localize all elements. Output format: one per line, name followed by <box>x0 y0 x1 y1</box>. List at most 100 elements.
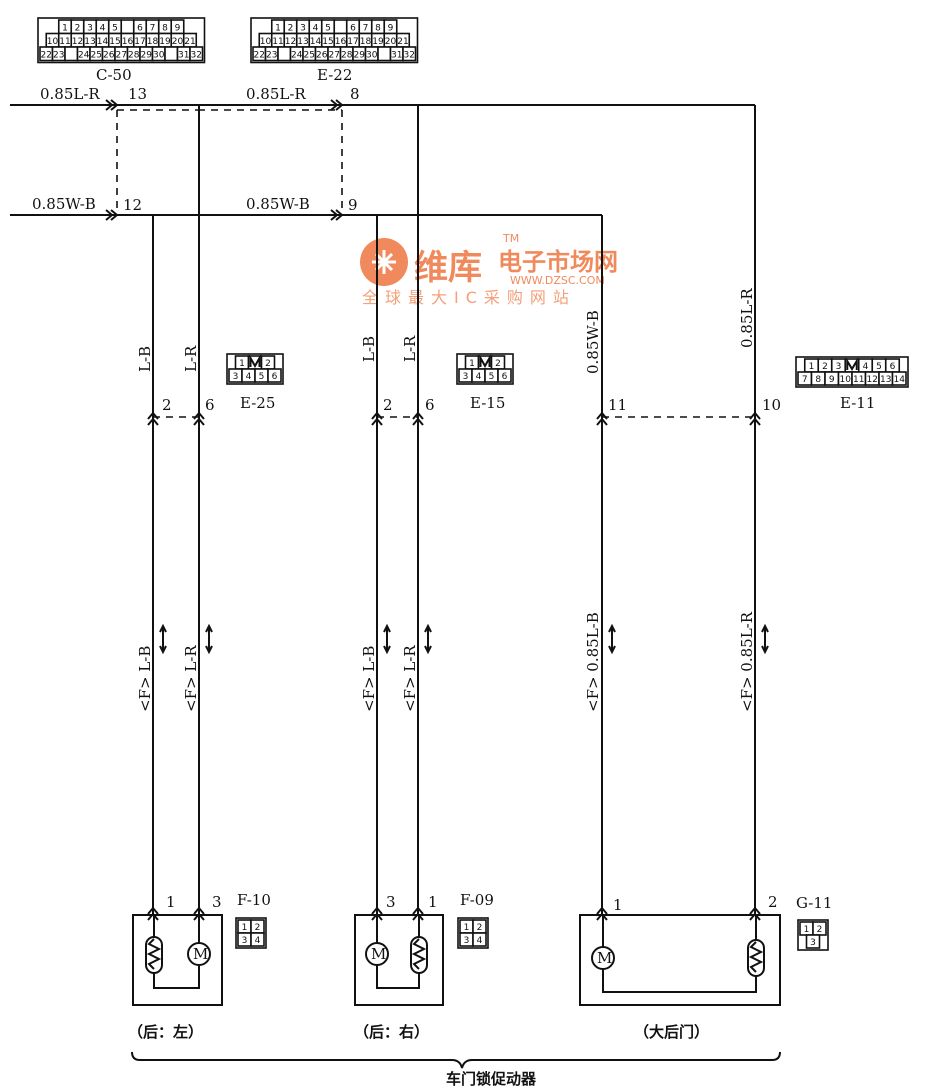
connector-pin-number: 18 <box>147 37 159 47</box>
wire-label-rl-f-lb: <F> L-B <box>136 646 154 712</box>
actuator-rr-internal <box>376 965 420 989</box>
pin-g11-1: 1 <box>613 896 623 914</box>
connector-pin-number: 19 <box>159 37 171 47</box>
connector-pin-number: 17 <box>134 37 145 47</box>
updown-arrow-icon <box>205 623 213 655</box>
actuator-rl-leads <box>153 915 200 943</box>
wire-label-rr-lb: L-B <box>360 336 378 362</box>
connector-cell <box>64 46 79 62</box>
connector-pin-number: 1 <box>239 359 245 369</box>
connector-cell <box>805 934 821 949</box>
actuator-rr-leads <box>376 915 420 943</box>
connector-pin-number: 3 <box>810 938 816 948</box>
connector-pin-number: 11 <box>272 37 283 47</box>
connector-pin-number: 20 <box>172 37 184 47</box>
connector-pin-number: 13 <box>297 37 308 47</box>
connector-cell <box>189 46 204 62</box>
connector-pin-number: 6 <box>502 372 508 382</box>
connector-chevron-icon <box>371 411 383 426</box>
wire-label-rr-f-lb: <F> L-B <box>360 646 378 712</box>
connector-chevron-icon <box>749 411 761 426</box>
connector-pin-number: 3 <box>836 362 842 372</box>
connector-pin-number: 15 <box>322 37 333 47</box>
connector-pin-number: 11 <box>853 375 864 385</box>
connector-pin-number: 19 <box>372 37 384 47</box>
connector-pin-number: 1 <box>242 923 248 933</box>
actuator-rr-housing <box>354 914 444 1006</box>
connector-pin-number: 10 <box>260 37 272 47</box>
connector-pin-number: 31 <box>391 51 402 61</box>
connector-e22-label: E-22 <box>317 66 352 84</box>
connector-cell <box>250 932 265 947</box>
connector-pin-number: 29 <box>141 51 153 61</box>
arrow-c50-13-icon <box>105 99 119 111</box>
connector-pin-number: 18 <box>360 37 372 47</box>
connector-pin-number: 26 <box>103 51 115 61</box>
connector-pin-number: 10 <box>840 375 852 385</box>
connector-pin-number: 27 <box>329 51 340 61</box>
connector-pin-number: 22 <box>41 51 52 61</box>
connector-pin-number: 3 <box>464 936 470 946</box>
connector-chevron-icon <box>412 411 424 426</box>
caption-rear-left: （后：左） <box>128 1023 203 1041</box>
connector-chevron-icon <box>147 411 159 426</box>
connector-pin-number: 24 <box>78 51 90 61</box>
wire-label-e11-lr: 0.85L-R <box>738 288 756 348</box>
connector-pin-number: 2 <box>288 24 294 34</box>
actuator-tg-housing <box>579 914 781 1006</box>
connector-pin-number: 15 <box>109 37 120 47</box>
connector-pin-number: 21 <box>184 37 195 47</box>
connector-pin-number: 3 <box>233 372 239 382</box>
connector-pin-number: 23 <box>266 51 277 61</box>
watermark-url: WWW.DZSC.COM <box>510 274 605 287</box>
wire-label-wb-left: 0.85W-B <box>32 195 96 213</box>
connector-pin-number: 14 <box>97 37 109 47</box>
connector-pin-number: 2 <box>265 359 271 369</box>
watermark-tagline: 全球最大IC采购网站 <box>362 288 576 307</box>
connector-cell <box>402 46 417 62</box>
connector-pin-number: 6 <box>272 372 278 382</box>
direction-indicators <box>159 623 769 655</box>
connector-pin-number: 5 <box>112 24 118 34</box>
watermark-logo-icon <box>360 238 408 286</box>
connector-pin-number: 9 <box>388 24 394 34</box>
pin-e25-6: 6 <box>205 396 215 414</box>
connector-cell <box>164 46 179 62</box>
connector-e11-label: E-11 <box>840 394 875 412</box>
connector-pin-number: 7 <box>363 24 369 34</box>
connector-cell <box>377 46 392 62</box>
heater-coil-icon <box>145 936 163 974</box>
pin-e11-11: 11 <box>608 396 627 414</box>
connector-pin-number: 25 <box>304 51 315 61</box>
connector-pin-number: 21 <box>397 37 408 47</box>
connector-pin-number: 12 <box>867 375 878 385</box>
connector-pin-number: 29 <box>354 51 366 61</box>
connector-g11-label: G-11 <box>796 894 832 912</box>
connector-pin-number: 7 <box>802 375 808 385</box>
connector-pin-number: 3 <box>87 24 93 34</box>
updown-arrow-icon <box>383 623 391 655</box>
connector-pin-number: 12 <box>285 37 296 47</box>
heater-coil-icon <box>747 939 765 977</box>
connector-pin-number: 13 <box>880 375 891 385</box>
caption-rear-right: （后：右） <box>354 1023 429 1041</box>
connector-pin-number: 2 <box>477 923 483 933</box>
connector-f10-label: F-10 <box>237 891 271 909</box>
motor-icon: M <box>365 942 389 966</box>
pin-f10-3: 3 <box>212 893 222 911</box>
connector-pin-number: 4 <box>100 24 106 34</box>
connector-pin-number: 6 <box>137 24 143 34</box>
connector-pin-number: 12 <box>72 37 83 47</box>
connector-e15-label: E-15 <box>470 394 505 412</box>
connector-cell <box>267 368 282 383</box>
wire-label-lr-left: 0.85L-R <box>40 85 100 103</box>
connector-pin-number: 1 <box>809 362 815 372</box>
connector-pin-number: 26 <box>316 51 328 61</box>
pin-e22-9: 9 <box>348 196 358 214</box>
connector-pin-number: 30 <box>153 51 165 61</box>
